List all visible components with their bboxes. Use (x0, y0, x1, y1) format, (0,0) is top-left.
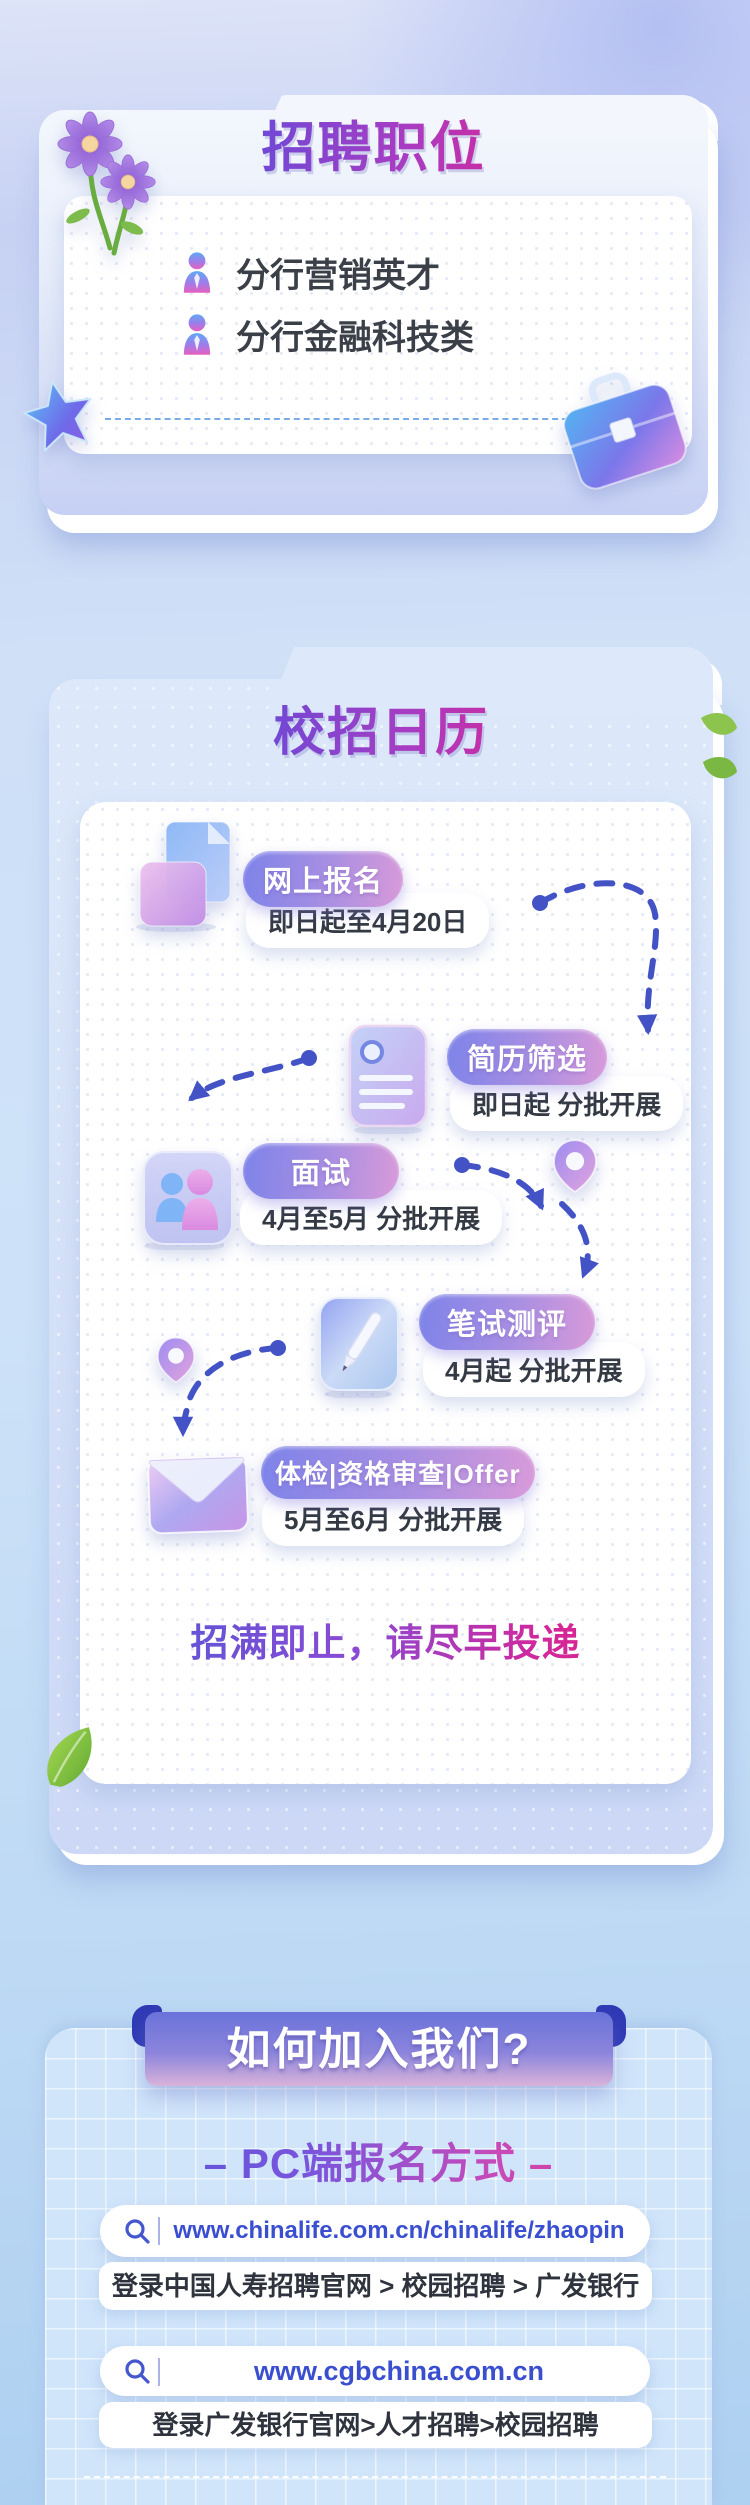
location-pin-icon (156, 1336, 196, 1384)
calendar-title: 校招日历 (49, 703, 713, 763)
positions-list-panel: 分行营销英才 分行金融科技类 (64, 196, 692, 454)
url-text: www.chinalife.com.cn/chinalife/zhaopin (173, 2217, 625, 2244)
calendar-step-pill: 体检|资格审查|Offer (261, 1446, 535, 1499)
position-item-label: 分行金融科技类 (236, 319, 474, 357)
search-icon (125, 2359, 150, 2384)
calendar-card-folder-tab (268, 647, 713, 713)
star-icon (23, 380, 92, 452)
decor-dashed-separator (84, 2476, 666, 2478)
flower-icon (57, 111, 156, 256)
join-title-banner: 如何加入我们? (145, 2012, 613, 2086)
pen-icon (319, 1297, 399, 1398)
url-bar[interactable]: www.cgbchina.com.cn (100, 2346, 650, 2396)
calendar-step-detail: 4月至5月 分批开展 (240, 1190, 503, 1245)
guide-row: 登录中国人寿招聘官网 > 校园招聘 > 广发银行 (99, 2262, 652, 2310)
positions-title: 招聘职位 (39, 118, 708, 178)
calendar-step-detail: 5月至6月 分批开展 (262, 1491, 525, 1546)
briefcase-icon (563, 372, 687, 490)
leaf-icon (47, 1727, 92, 1787)
person-icon (183, 313, 211, 355)
position-item-label: 分行营销英才 (236, 257, 440, 295)
join-title: 如何加入我们? (226, 2025, 532, 2074)
calendar-step-detail: 4月起 分批开展 (423, 1342, 645, 1397)
guide-row: 登录广发银行官网>人才招聘>校园招聘 (99, 2402, 652, 2448)
resume-icon (348, 1024, 428, 1134)
cursor-divider (158, 2358, 160, 2386)
location-pin-icon (552, 1139, 598, 1194)
person-icon (183, 251, 211, 293)
leaf-icon (701, 713, 737, 779)
calendar-step-pill: 网上报名 (243, 851, 404, 907)
position-item: 分行营销英才 (182, 248, 440, 297)
calendar-step-pill: 笔试测评 (419, 1294, 596, 1350)
interview-people-icon (143, 1151, 233, 1250)
url-bar[interactable]: www.chinalife.com.cn/chinalife/zhaopin (100, 2205, 650, 2257)
documents-icon (136, 821, 231, 932)
position-item: 分行金融科技类 (182, 310, 474, 359)
calendar-step-pill: 面试 (243, 1143, 400, 1199)
decor-dashed-line (105, 418, 578, 420)
search-icon (125, 2219, 150, 2244)
cursor-divider (158, 2217, 160, 2245)
envelope-icon (147, 1455, 249, 1535)
calendar-step-pill: 简历筛选 (447, 1029, 608, 1085)
calendar-note: 招满即止，请尽早投递 (80, 1612, 691, 1667)
pc-signup-heading: – PC端报名方式 – (45, 2130, 712, 2191)
url-text: www.cgbchina.com.cn (253, 2356, 545, 2386)
calendar-step-detail: 即日起 分批开展 (450, 1076, 684, 1131)
positions-card-folder-tab (262, 95, 708, 139)
calendar-flow-panel (80, 802, 691, 1784)
